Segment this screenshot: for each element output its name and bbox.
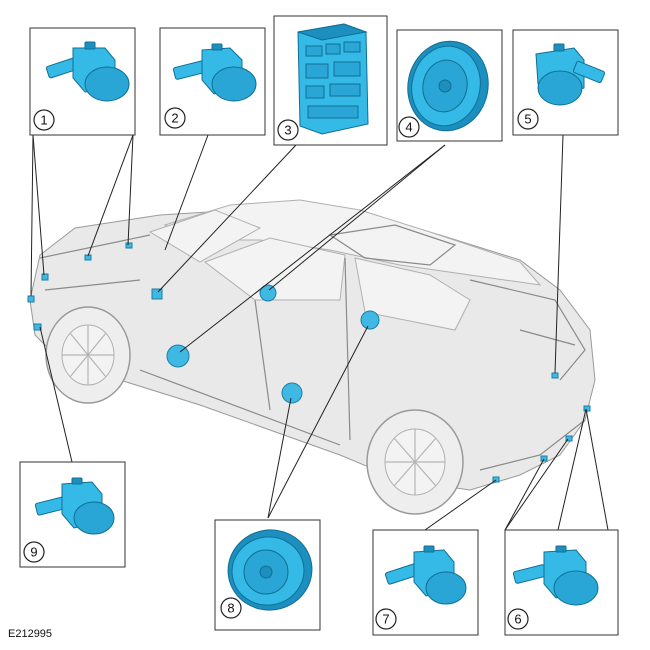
svg-text:7: 7 <box>382 612 389 627</box>
svg-text:4: 4 <box>405 120 412 135</box>
marker-sensor-h <box>540 455 548 462</box>
figure-id: E212995 <box>8 628 53 640</box>
detail-box-7: 7 <box>372 529 479 636</box>
front-wheel <box>45 306 131 404</box>
callout-3: 3 <box>277 119 299 141</box>
marker-sensor-f <box>551 372 559 379</box>
parking-sensor-icon <box>512 545 599 606</box>
marker-sensor-d <box>27 295 35 303</box>
svg-text:2: 2 <box>171 111 178 126</box>
marker-module <box>151 288 163 300</box>
svg-text:1: 1 <box>40 113 47 128</box>
marker-sensor-a <box>41 273 49 281</box>
callout-5: 5 <box>517 108 539 130</box>
callout-8: 8 <box>220 597 242 619</box>
callout-9: 9 <box>23 541 45 563</box>
marker-front-speaker <box>166 344 190 368</box>
marker-rear-door-speaker <box>360 310 380 330</box>
leader-lines <box>30 134 609 531</box>
parking-sensor-icon <box>535 43 606 106</box>
speaker-icon <box>227 529 313 611</box>
detail-box-1: 1 <box>29 27 136 136</box>
svg-text:3: 3 <box>284 123 291 138</box>
marker-sensor-g <box>492 476 500 483</box>
control-module-icon <box>297 23 369 135</box>
speaker-icon <box>407 40 489 132</box>
parking-sensor-icon <box>45 41 130 102</box>
detail-box-3: 3 <box>273 15 388 146</box>
detail-box-5: 5 <box>512 29 619 136</box>
parking-sensor-icon <box>172 43 257 102</box>
svg-text:6: 6 <box>514 612 521 627</box>
detail-box-2: 2 <box>159 27 266 136</box>
svg-text:8: 8 <box>227 601 234 616</box>
marker-sensor-i <box>565 435 573 442</box>
detail-box-6: 6 <box>504 529 619 636</box>
marker-rear-lower-speaker <box>281 382 303 404</box>
parking-sensor-icon <box>384 545 467 605</box>
marker-sensor-j <box>583 405 591 412</box>
callout-7: 7 <box>375 608 397 630</box>
marker-front-upper-speaker <box>259 284 277 302</box>
svg-text:9: 9 <box>30 545 37 560</box>
detail-box-9: 9 <box>19 461 126 568</box>
rear-wheel <box>366 409 464 515</box>
detail-box-4: 4 <box>396 29 503 142</box>
parking-sensor-icon <box>34 477 115 535</box>
callout-6: 6 <box>507 608 529 630</box>
detail-box-8: 8 <box>214 519 321 631</box>
marker-sensor-c <box>125 242 133 249</box>
callout-2: 2 <box>164 107 186 129</box>
vehicle-illustration <box>29 199 596 515</box>
marker-sensor-e <box>33 323 42 331</box>
callout-1: 1 <box>33 109 55 131</box>
svg-text:5: 5 <box>524 112 531 127</box>
callout-4: 4 <box>398 116 420 138</box>
